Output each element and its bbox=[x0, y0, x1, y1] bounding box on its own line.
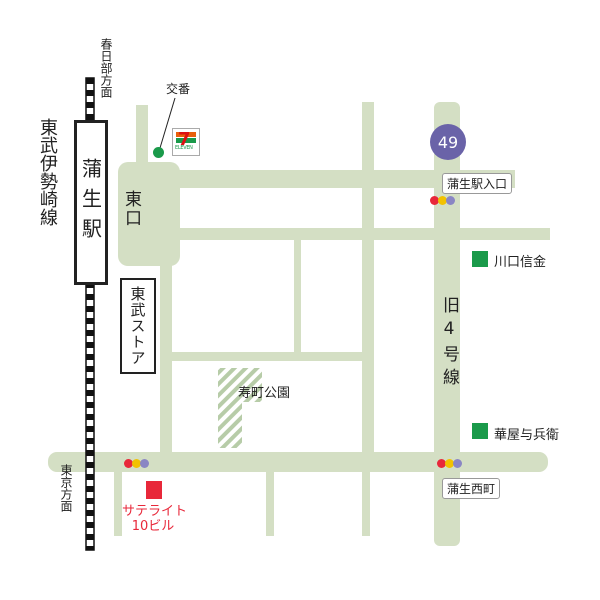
shop-green-square-icon bbox=[472, 423, 488, 439]
route-number-badge: 49 bbox=[430, 124, 466, 160]
intersection-station-entrance: 蒲生駅入口 bbox=[442, 173, 513, 194]
south-direction-label: 東京方面 bbox=[59, 464, 73, 512]
park-label: 寿町公園 bbox=[238, 386, 291, 401]
seven-eleven-stripe-orange bbox=[176, 132, 196, 137]
red-square-icon bbox=[146, 481, 162, 499]
road-park-horizontal bbox=[160, 352, 368, 361]
bank-label: 川口信金 bbox=[494, 255, 547, 270]
station-name: 蒲生駅 bbox=[78, 157, 103, 248]
traffic-light-blue bbox=[140, 459, 149, 468]
road-top-horizontal bbox=[178, 170, 515, 188]
destination-label[interactable]: サテライト 10ビル bbox=[122, 504, 188, 534]
road-west-vertical bbox=[160, 240, 172, 460]
north-direction-label: 春日部方面 bbox=[99, 38, 113, 98]
road-bottom-horizontal bbox=[48, 452, 548, 472]
road-south-spur-right bbox=[362, 466, 370, 536]
traffic-light-icon bbox=[430, 196, 462, 206]
tobu-store-box[interactable]: 東武ストア bbox=[120, 278, 156, 374]
green-dot-icon bbox=[153, 147, 164, 158]
traffic-light-icon bbox=[437, 459, 469, 469]
east-exit-label: 東口 bbox=[121, 190, 141, 228]
road-north-spur bbox=[136, 105, 148, 165]
road-south-spur-mid bbox=[266, 466, 274, 536]
old-route-4-label: 旧4号線 bbox=[439, 296, 459, 391]
traffic-light-red bbox=[124, 459, 133, 468]
railway-line-name: 東武伊勢崎線 bbox=[37, 118, 58, 226]
traffic-light-red bbox=[430, 196, 439, 205]
traffic-light-blue bbox=[446, 196, 455, 205]
traffic-light-yellow bbox=[132, 459, 141, 468]
police-box-label: 交番 bbox=[166, 82, 191, 96]
traffic-light-yellow bbox=[438, 196, 447, 205]
seven-eleven-icon: 7 ELEVEN bbox=[172, 128, 200, 156]
route-number: 49 bbox=[437, 132, 459, 152]
seven-eleven-number: 7 bbox=[178, 129, 191, 150]
traffic-light-icon bbox=[124, 459, 156, 469]
road-center-vertical bbox=[294, 240, 301, 356]
destination-line1: サテライト bbox=[122, 504, 188, 519]
traffic-light-blue bbox=[453, 459, 462, 468]
destination-line2: 10ビル bbox=[131, 519, 175, 534]
kotobukicho-park-area bbox=[218, 368, 262, 448]
intersection-west: 蒲生西町 bbox=[442, 478, 501, 499]
traffic-light-yellow bbox=[445, 459, 454, 468]
tobu-store-label: 東武ストア bbox=[128, 286, 147, 366]
seven-eleven-text: ELEVEN bbox=[175, 145, 193, 151]
shop-label: 華屋与兵衛 bbox=[494, 428, 560, 443]
railway-track bbox=[85, 77, 95, 551]
gamo-station-box[interactable]: 蒲生駅 bbox=[74, 120, 108, 285]
seven-eleven-stripe-green bbox=[176, 138, 196, 143]
traffic-light-red bbox=[437, 459, 446, 468]
road-south-spur-left bbox=[114, 466, 122, 536]
bank-green-square-icon bbox=[472, 251, 488, 267]
road-east-vertical bbox=[362, 102, 374, 458]
